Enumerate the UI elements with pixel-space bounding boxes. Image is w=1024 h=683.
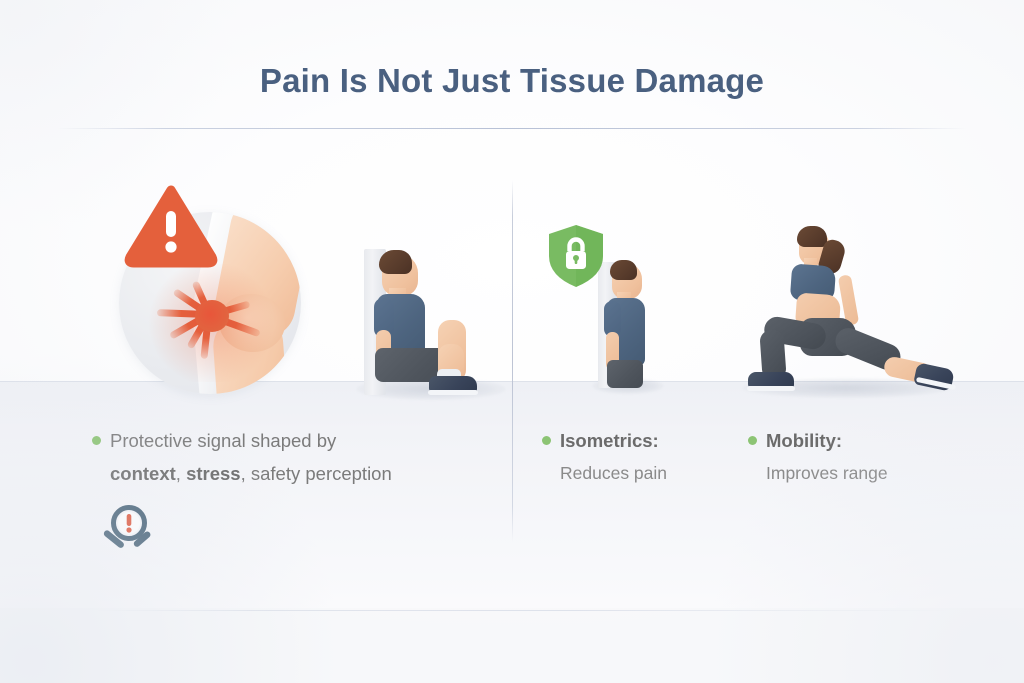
pain-epicenter <box>195 300 229 332</box>
caption-emphasis-stress: stress <box>186 462 241 484</box>
caption-emphasis-context: context <box>110 462 176 484</box>
isometrics-heading-row: Isometrics: <box>542 425 732 458</box>
hair <box>379 250 412 274</box>
bullet-dot-icon <box>542 436 551 445</box>
bullet-dot-icon <box>92 436 101 445</box>
bullet-dot-icon <box>748 436 757 445</box>
hair <box>610 260 637 280</box>
left-caption-line2: context, stress, safety perception <box>110 458 492 491</box>
left-caption-line1: Protective signal shaped by <box>92 425 492 458</box>
bottom-divider-rule <box>96 610 951 611</box>
mobility-detail: Improves range <box>766 462 888 483</box>
shoe-sole <box>428 390 478 395</box>
left-caption-block: Protective signal shaped by context, str… <box>92 425 492 491</box>
isometrics-heading: Isometrics: <box>560 430 659 451</box>
front-shoe-sole <box>747 386 795 391</box>
caption-separator: , <box>175 462 187 484</box>
isometrics-detail: Reduces pain <box>560 462 668 483</box>
magnifier-alert-icon <box>96 503 154 557</box>
caption-tail: , safety perception <box>240 462 392 484</box>
mobility-caption-block: Mobility: Improves range <box>748 425 948 489</box>
hair <box>797 226 827 247</box>
panel-divider <box>512 180 513 542</box>
isometrics-caption-block: Isometrics: Reduces pain <box>542 425 732 489</box>
mobility-heading: Mobility: <box>766 430 843 451</box>
shield-lock-icon <box>545 222 607 290</box>
shorts <box>607 360 643 388</box>
left-caption-line1-text: Protective signal shaped by <box>110 430 337 451</box>
mobility-heading-row: Mobility: <box>748 425 948 458</box>
